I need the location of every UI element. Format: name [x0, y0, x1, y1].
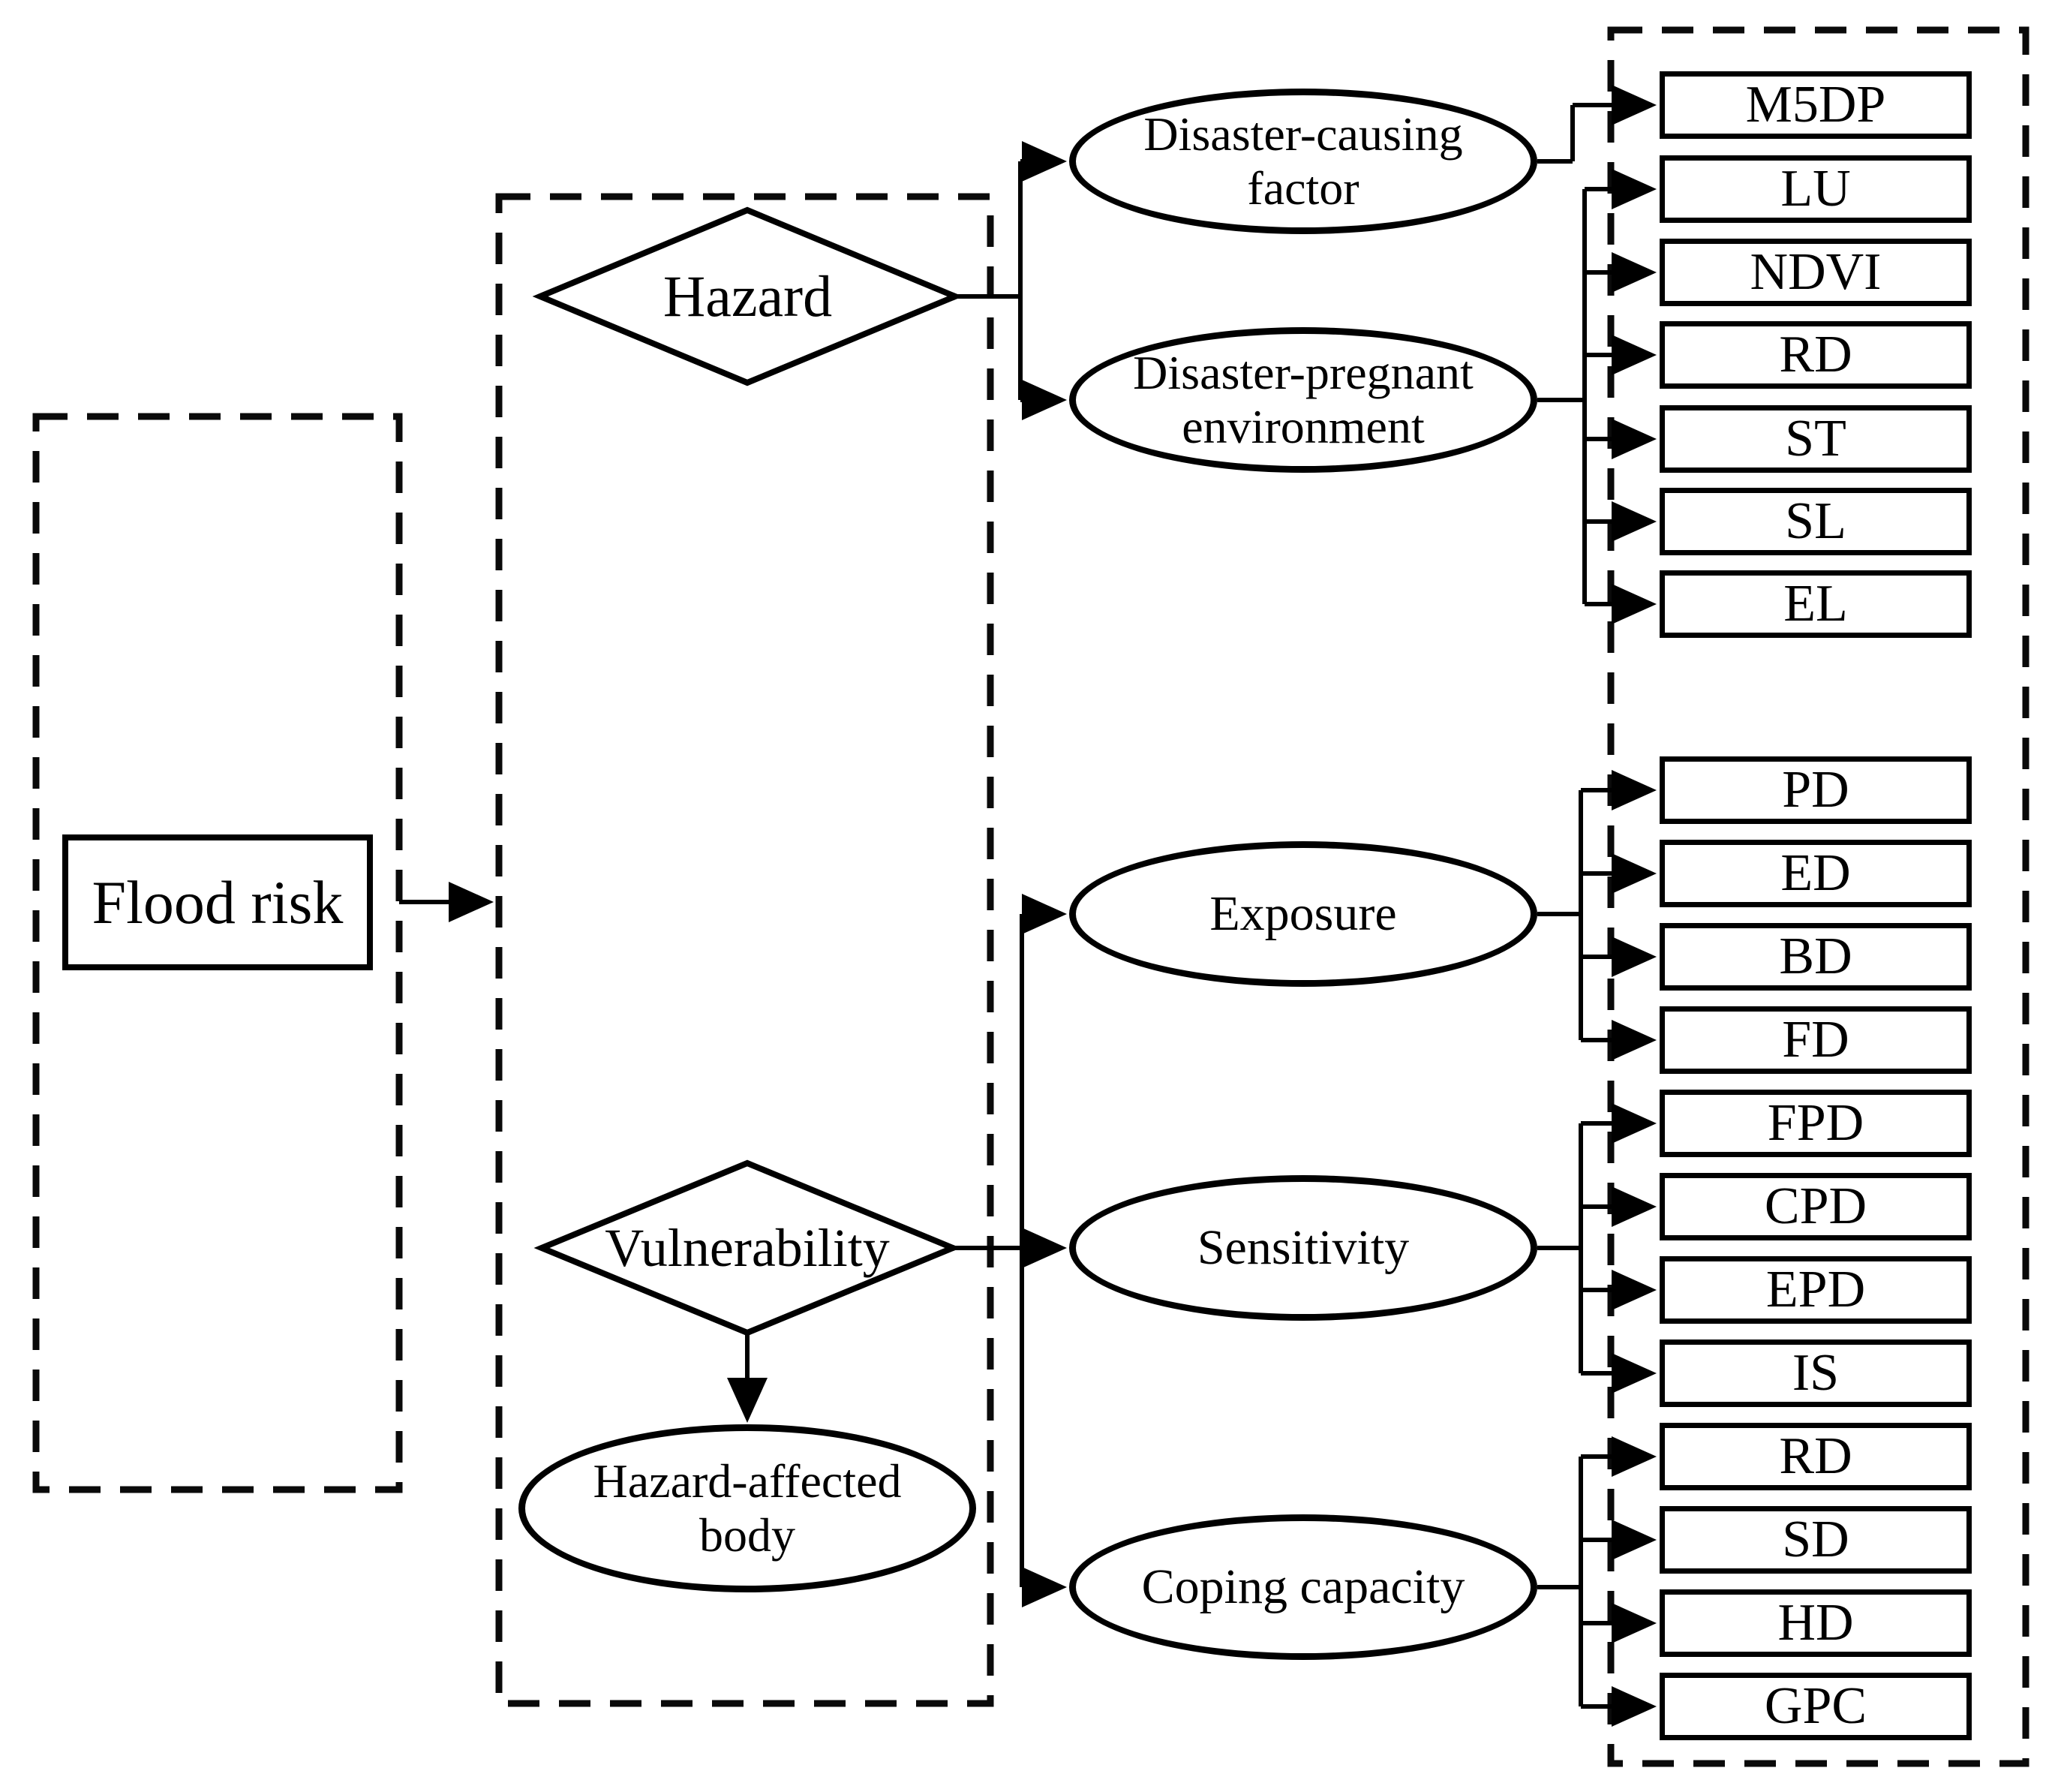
indicator-box-gpc: GPC: [1660, 1673, 1972, 1740]
coping-capacity-label: Coping capacity: [1141, 1559, 1465, 1615]
disaster-pregnant-environment-node: Disaster-pregnant environment: [1069, 327, 1537, 473]
disaster-causing-connectors: [1537, 85, 1657, 164]
indicator-label-m5dp: M5DP: [1745, 76, 1886, 134]
disaster-pregnant-environment-label-line1: Disaster-pregnant: [1133, 346, 1474, 400]
exposure-connectors: [1537, 770, 1657, 1060]
indicator-box-fpd: FPD: [1660, 1090, 1972, 1157]
indicator-label-el: EL: [1783, 575, 1848, 633]
indicator-box-fd: FD: [1660, 1006, 1972, 1074]
indicator-label-sd: SD: [1782, 1511, 1849, 1568]
indicator-label-gpc: GPC: [1764, 1677, 1867, 1735]
hazard-vulnerability-container: [495, 193, 994, 1707]
indicator-box-rd2: RD: [1660, 1423, 1972, 1490]
indicator-label-bd: BD: [1779, 928, 1852, 985]
indicator-box-cpd: CPD: [1660, 1173, 1972, 1240]
hazard-diamond: [532, 206, 963, 386]
indicator-box-bd: BD: [1660, 923, 1972, 991]
indicator-label-cpd: CPD: [1764, 1177, 1867, 1235]
indicator-label-epd: EPD: [1765, 1261, 1866, 1318]
indicator-box-ndvi: NDVI: [1660, 239, 1972, 306]
indicator-label-sl: SL: [1785, 492, 1846, 550]
disaster-pregnant-environment-label-line2: environment: [1182, 400, 1425, 453]
indicator-label-rd2: RD: [1779, 1427, 1852, 1485]
coping-capacity-connectors: [1537, 1436, 1657, 1727]
indicator-box-lu: LU: [1660, 155, 1972, 223]
sensitivity-connectors: [1537, 1103, 1657, 1394]
indicator-label-pd: PD: [1782, 761, 1849, 819]
hazard-affected-body-label-line2: body: [699, 1508, 795, 1562]
disaster-causing-factor-node: Disaster-causing factor: [1069, 89, 1537, 234]
indicator-box-m5dp: M5DP: [1660, 71, 1972, 139]
coping-capacity-node: Coping capacity: [1069, 1514, 1537, 1660]
flood-risk-container: [32, 413, 403, 1493]
exposure-node: Exposure: [1069, 841, 1537, 987]
disaster-pregnant-connectors: [1537, 169, 1657, 624]
indicator-box-rd: RD: [1660, 321, 1972, 389]
indicator-label-hd: HD: [1777, 1594, 1854, 1652]
indicator-container: [1607, 26, 2029, 1767]
hazard-affected-body-node: Hazard-affected body: [518, 1424, 976, 1592]
disaster-causing-factor-label-line1: Disaster-causing: [1143, 107, 1463, 161]
indicator-box-sl: SL: [1660, 488, 1972, 555]
indicator-label-fd: FD: [1782, 1011, 1849, 1069]
indicator-box-el: EL: [1660, 570, 1972, 638]
flood-risk-label: Flood risk: [92, 867, 344, 937]
indicator-label-fpd: FPD: [1767, 1094, 1864, 1152]
indicator-label-rd: RD: [1779, 326, 1852, 383]
indicator-label-is: IS: [1792, 1344, 1840, 1402]
disaster-causing-factor-label-line2: factor: [1247, 161, 1359, 215]
indicator-box-sd: SD: [1660, 1506, 1972, 1574]
vulnerability-diamond: [533, 1159, 961, 1336]
indicator-box-hd: HD: [1660, 1589, 1972, 1657]
vulnerability-branch-connectors: [727, 894, 1067, 1607]
sensitivity-label: Sensitivity: [1197, 1220, 1410, 1276]
indicator-label-ed: ED: [1780, 844, 1851, 902]
indicator-box-st: ST: [1660, 405, 1972, 473]
indicator-label-st: ST: [1785, 410, 1846, 468]
exposure-label: Exposure: [1209, 886, 1397, 942]
indicator-box-pd: PD: [1660, 756, 1972, 824]
flood-risk-node: Flood risk: [62, 834, 373, 970]
indicator-box-is: IS: [1660, 1339, 1972, 1407]
indicator-label-ndvi: NDVI: [1750, 243, 1882, 301]
sensitivity-node: Sensitivity: [1069, 1175, 1537, 1321]
hazard-affected-body-label-line1: Hazard-affected: [593, 1454, 902, 1508]
indicator-label-lu: LU: [1780, 160, 1851, 218]
hazard-branch-connectors: [955, 141, 1067, 420]
indicator-box-epd: EPD: [1660, 1256, 1972, 1324]
indicator-box-ed: ED: [1660, 840, 1972, 907]
